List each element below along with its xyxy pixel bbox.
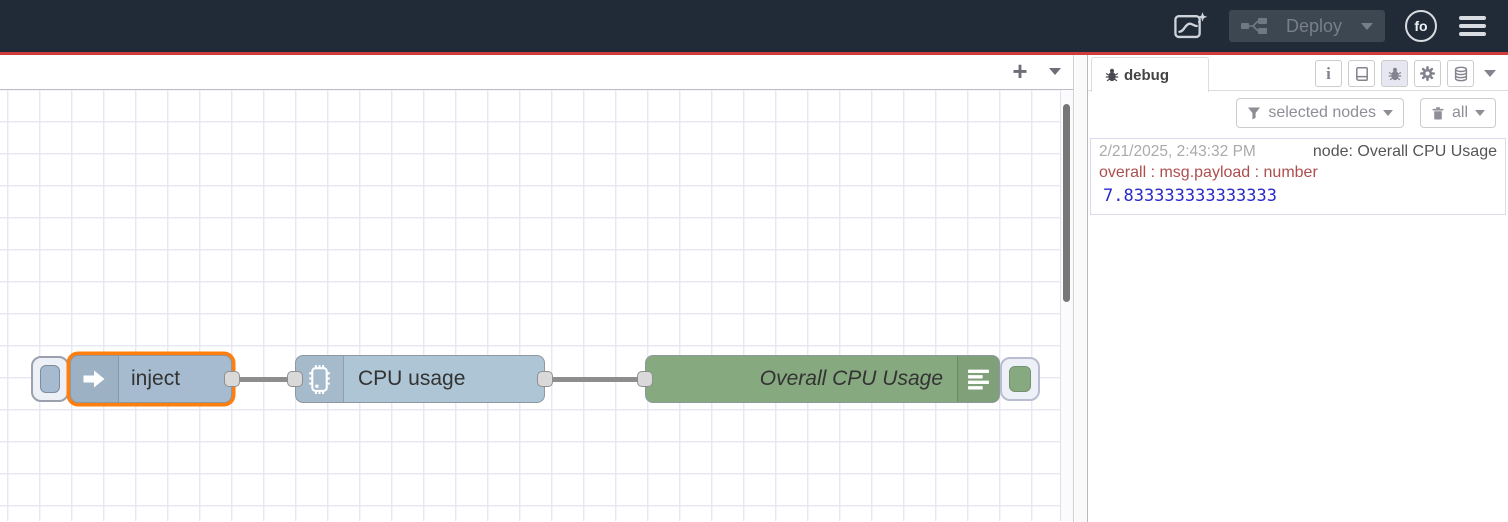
sidebar-more-tabs-caret-icon[interactable] <box>1480 60 1500 87</box>
flow-editor: + inject <box>0 55 1074 522</box>
context-data-tab-button[interactable] <box>1447 60 1474 87</box>
sidebar-tabbar: debug i <box>1088 55 1508 92</box>
workspace-tabbar: + <box>0 55 1073 90</box>
filter-funnel-icon <box>1248 107 1261 120</box>
gear-icon <box>1420 66 1435 81</box>
canvas-vertical-scrollbar-thumb[interactable] <box>1063 104 1070 302</box>
debug-node-label: Overall CPU Usage <box>759 367 943 390</box>
node-inject[interactable]: inject <box>70 355 232 403</box>
tab-debug-label: debug <box>1124 66 1169 84</box>
sidebar-action-buttons: i <box>1315 60 1500 87</box>
database-icon <box>1454 66 1467 81</box>
filter-caret-icon <box>1382 110 1393 116</box>
port-debug-input[interactable] <box>637 371 653 387</box>
port-cpu-input[interactable] <box>287 371 303 387</box>
info-tab-button[interactable]: i <box>1315 60 1342 87</box>
inject-arrow-icon <box>83 370 105 388</box>
deploy-options-caret-icon[interactable] <box>1361 22 1373 30</box>
debug-filter-button[interactable]: selected nodes <box>1236 98 1404 128</box>
port-cpu-output[interactable] <box>537 371 553 387</box>
canvas-vertical-scrollbar-track <box>1060 90 1073 521</box>
debug-toggle-button[interactable] <box>1000 357 1040 401</box>
add-flow-button[interactable]: + <box>1012 56 1028 86</box>
cpu-node-label: CPU usage <box>358 367 466 390</box>
debug-icon-region <box>957 356 999 402</box>
debug-clear-label: all <box>1451 104 1468 121</box>
debug-message-value: 7.833333333333333 <box>1103 186 1277 206</box>
flow-canvas[interactable]: inject CPU usage Overall CPU Usage <box>0 90 1073 521</box>
config-nodes-tab-button[interactable] <box>1414 60 1441 87</box>
debug-toolbar: selected nodes all <box>1088 91 1508 135</box>
book-icon <box>1355 66 1368 81</box>
inject-node-label: inject <box>131 367 181 390</box>
deploy-nodes-icon <box>1241 18 1267 34</box>
user-avatar[interactable]: fo <box>1405 10 1437 42</box>
info-icon: i <box>1326 63 1331 83</box>
debug-message-property: overall : msg.payload : number <box>1099 164 1318 181</box>
debug-tab-button[interactable] <box>1381 60 1408 87</box>
node-cpu-usage[interactable]: CPU usage <box>295 355 545 403</box>
flow-assistant-icon[interactable] <box>1173 11 1209 41</box>
avatar-initials: fo <box>1414 18 1428 34</box>
main-menu-icon[interactable] <box>1457 14 1488 38</box>
inject-trigger-button-face <box>40 365 60 393</box>
debug-message-list: 2/21/2025, 2:43:32 PM node: Overall CPU … <box>1088 135 1508 215</box>
header-accent-line <box>0 52 1508 55</box>
debug-message-meta: 2/21/2025, 2:43:32 PM node: Overall CPU … <box>1099 143 1497 161</box>
microchip-icon <box>309 364 330 394</box>
help-tab-button[interactable] <box>1348 60 1375 87</box>
debug-filter-label: selected nodes <box>1268 104 1376 121</box>
bug-icon <box>1105 68 1119 82</box>
trash-icon <box>1432 106 1444 119</box>
deploy-button-label: Deploy <box>1285 15 1343 36</box>
debug-toggle-button-face <box>1009 366 1031 392</box>
debug-message[interactable]: 2/21/2025, 2:43:32 PM node: Overall CPU … <box>1090 138 1506 215</box>
tab-debug[interactable]: debug <box>1091 57 1209 92</box>
debug-console-icon <box>968 369 989 389</box>
clear-caret-icon <box>1475 110 1485 116</box>
inject-icon-region <box>71 356 119 402</box>
wire-cpu-to-debug[interactable] <box>545 377 645 382</box>
debug-clear-button[interactable]: all <box>1419 98 1496 128</box>
debug-message-timestamp: 2/21/2025, 2:43:32 PM <box>1099 143 1256 160</box>
inject-trigger-button[interactable] <box>31 356 69 402</box>
port-inject-output[interactable] <box>224 371 240 387</box>
bug-icon <box>1388 67 1401 80</box>
deploy-button[interactable]: Deploy <box>1229 10 1385 42</box>
node-overall-cpu-usage-debug[interactable]: Overall CPU Usage <box>645 355 1000 403</box>
debug-message-source-node: node: Overall CPU Usage <box>1312 143 1497 160</box>
header-bar: Deploy fo <box>0 0 1508 52</box>
sidebar-resize-gutter[interactable] <box>1075 55 1087 522</box>
wire-inject-to-cpu[interactable] <box>232 377 295 382</box>
flow-list-caret-icon[interactable] <box>1049 68 1061 75</box>
debug-sidebar: debug i <box>1087 55 1508 522</box>
cpu-icon-region <box>296 356 344 402</box>
